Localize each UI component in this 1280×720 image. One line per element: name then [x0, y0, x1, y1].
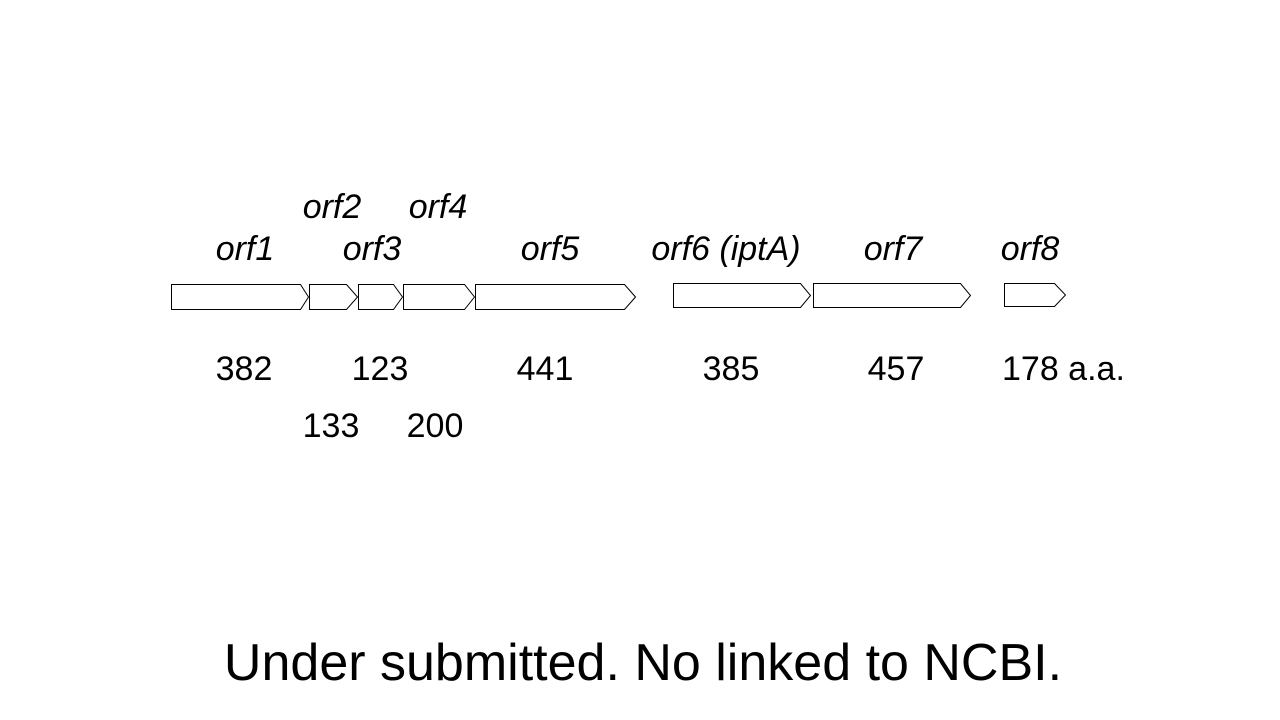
gene-arrow-orf1: [171, 284, 310, 310]
gene-name-orf8: orf8: [1001, 230, 1060, 268]
gene-name-orf5: orf5: [521, 230, 580, 268]
gene-name-orf3: orf3: [343, 230, 402, 268]
gene-length-orf7: 457: [868, 350, 925, 388]
gene-length-orf8: 178 a.a.: [1002, 350, 1125, 388]
gene-arrows: [171, 283, 1067, 310]
gene-arrow-orf7: [813, 283, 972, 308]
gene-length-orf3: 123: [352, 350, 409, 388]
caption-text: Under submitted. No linked to NCBI.: [224, 634, 1062, 692]
gene-lengths: 382 123 441 385 457 178 a.a. 133 200: [216, 350, 1125, 445]
gene-names: orf2 orf4 orf1 orf3 orf5 orf6 (iptA) orf…: [216, 188, 1060, 268]
gene-name-orf4: orf4: [409, 188, 468, 226]
gene-name-orf7: orf7: [864, 230, 924, 268]
gene-arrow-orf8: [1004, 283, 1067, 307]
gene-name-orf1: orf1: [216, 230, 275, 268]
gene-length-orf6: 385: [703, 350, 760, 388]
gene-arrow-orf3: [358, 284, 404, 310]
gene-length-orf5: 441: [517, 350, 574, 388]
gene-name-orf6: orf6 (iptA): [651, 230, 800, 268]
gene-length-orf4: 200: [407, 407, 464, 445]
gene-arrow-orf6: [673, 283, 812, 308]
gene-name-orf2: orf2: [303, 188, 362, 226]
gene-length-orf2: 133: [303, 407, 360, 445]
gene-arrow-orf5: [475, 284, 637, 310]
gene-arrow-orf2: [309, 284, 359, 310]
gene-length-orf1: 382: [216, 350, 273, 388]
gene-arrow-orf4: [403, 284, 476, 310]
